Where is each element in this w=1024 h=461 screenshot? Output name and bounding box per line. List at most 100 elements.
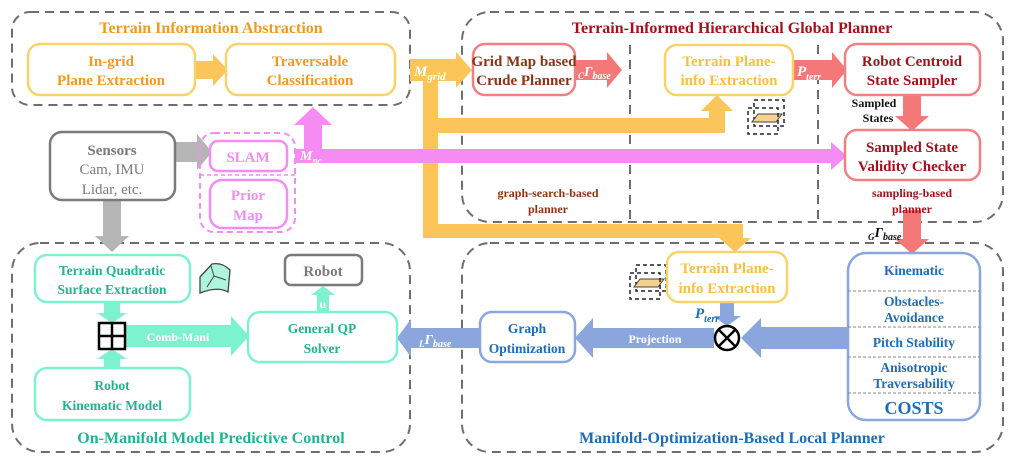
mgrid-branch-upper xyxy=(423,118,725,133)
node-robot-kinematic-model xyxy=(33,366,192,422)
arrow-to-plane-local xyxy=(719,231,751,252)
plane-cube-icon xyxy=(747,99,785,135)
arrow-comb-mani xyxy=(124,316,249,356)
node-label: Graph xyxy=(508,321,547,336)
panel-title-local: Manifold-Optimization-Based Local Planne… xyxy=(579,430,885,447)
node-label: Validity Checker xyxy=(858,159,967,175)
node-label: Prior xyxy=(231,188,265,204)
node-label: Crude Planner xyxy=(476,73,572,89)
orange-connectors xyxy=(195,52,751,252)
node-label: Terrain Plane- xyxy=(680,261,773,277)
sampled-states-label: States xyxy=(863,111,894,125)
node-validity-checker xyxy=(843,128,982,182)
arrow-sensors-to-quadratic xyxy=(95,200,129,252)
quadratic-surface-icon xyxy=(199,262,231,294)
arrow-kinematic-to-combine xyxy=(97,349,127,368)
cost-anisotropic: Traversability xyxy=(873,376,955,391)
node-ingrid-plane-extraction xyxy=(26,42,197,97)
m-grid-label: Mgrid xyxy=(413,64,446,83)
panel-title-abstraction: Terrain Information Abstraction xyxy=(99,20,323,37)
projection-label: Projection xyxy=(628,332,681,346)
node-label: Sensors xyxy=(87,143,136,159)
arrow-global-to-local xyxy=(895,210,929,254)
node-label: info Extraction xyxy=(678,281,776,297)
graph-search-label: graph-search-based xyxy=(497,186,598,200)
plane-cube-icon xyxy=(629,264,667,300)
sampled-states-label: Sampled xyxy=(852,96,897,110)
cost-obstacles: Avoidance xyxy=(884,310,944,325)
u-label: u xyxy=(320,297,327,311)
node-terrain-quadratic xyxy=(33,253,192,304)
node-general-qp-solver xyxy=(246,310,399,364)
p-terr-local-label: Pterr xyxy=(695,306,719,325)
node-label: Sampled State xyxy=(866,140,958,156)
cost-kinematic: Kinematic xyxy=(884,263,944,278)
node-label: Robot Centroid xyxy=(862,54,963,70)
p-terr-global-label: Pterr xyxy=(797,64,821,83)
node-label: info Extraction xyxy=(680,73,778,89)
costs-title: COSTS xyxy=(884,398,943,418)
node-label: Map xyxy=(233,208,263,224)
g-gamma-base-label: GΓbase xyxy=(868,226,902,243)
arrow-mpc-to-validity xyxy=(295,142,847,170)
node-label: Plane Extraction xyxy=(57,73,166,89)
arrow-crude-to-plane xyxy=(575,52,622,88)
node-label: Optimization xyxy=(489,341,566,356)
arrow-mpc-to-traversable xyxy=(294,107,332,160)
node-label: Robot xyxy=(94,378,130,393)
comb-mani-label: Comb-Mani xyxy=(147,330,210,344)
cost-anisotropic: Anisotropic xyxy=(880,360,947,375)
node-label: Terrain Quadratic xyxy=(59,263,165,278)
node-label: In-grid xyxy=(88,54,135,70)
arrow-to-plane-global xyxy=(701,95,733,133)
node-label: Kinematic Model xyxy=(62,398,162,413)
arrow-ingrid-to-traversable xyxy=(195,54,228,86)
node-sensors xyxy=(48,130,177,202)
l-gamma-base-label: LΓbase xyxy=(418,333,452,350)
sampling-label: planner xyxy=(892,202,933,216)
node-label: State Sampler xyxy=(867,73,958,89)
mgrid-branch-lower xyxy=(423,224,743,238)
panel-title-global: Terrain-Informed Hierarchical Global Pla… xyxy=(572,20,892,37)
node-terrain-plane-global xyxy=(663,43,795,97)
node-label: Grid Map based xyxy=(471,54,577,70)
node-graph-optimization xyxy=(478,310,577,364)
sampling-label: sampling-based xyxy=(872,186,952,200)
arrow-costs-to-projection xyxy=(741,318,848,358)
arrow-projection xyxy=(575,318,714,358)
panel-mpc xyxy=(11,242,411,453)
panel-global-planner xyxy=(461,11,1004,223)
pink-connectors xyxy=(294,107,847,170)
node-costs xyxy=(846,251,982,422)
node-label: Classification xyxy=(267,73,354,89)
arrow-plane-to-sampler xyxy=(793,52,847,88)
node-label: Solver xyxy=(304,341,341,356)
node-label: Cam, IMU xyxy=(80,162,145,178)
node-label: Terrain Plane- xyxy=(682,54,775,70)
node-grid-map-crude-planner xyxy=(471,42,577,97)
node-label: Surface Extraction xyxy=(57,282,167,297)
node-label: Lidar, etc. xyxy=(82,182,143,198)
graph-search-label: planner xyxy=(528,202,569,216)
cost-pitch-stability: Pitch Stability xyxy=(873,335,955,350)
slam-group xyxy=(199,132,296,233)
combine-grid-icon xyxy=(97,321,127,351)
node-label: General QP xyxy=(288,321,357,336)
node-slam xyxy=(208,139,289,173)
arrow-mgrid xyxy=(410,52,472,88)
cost-obstacles: Obstacles- xyxy=(884,294,944,309)
node-label: Robot xyxy=(303,264,342,280)
projection-otimes-icon xyxy=(713,324,741,352)
node-prior-map xyxy=(208,178,289,230)
node-robot xyxy=(283,253,364,287)
panel-title-mpc: On-Manifold Model Predictive Control xyxy=(77,430,345,447)
arrow-u xyxy=(311,286,335,312)
panel-terrain-abstraction xyxy=(11,11,411,106)
m-pc-label: Mpc xyxy=(299,149,322,167)
node-robot-centroid-sampler xyxy=(843,42,982,97)
arrow-sampler-to-checker xyxy=(895,95,929,131)
costs-dividers xyxy=(848,290,980,394)
arrow-lgamma xyxy=(397,319,480,357)
arrow-pterr-local xyxy=(713,302,741,326)
